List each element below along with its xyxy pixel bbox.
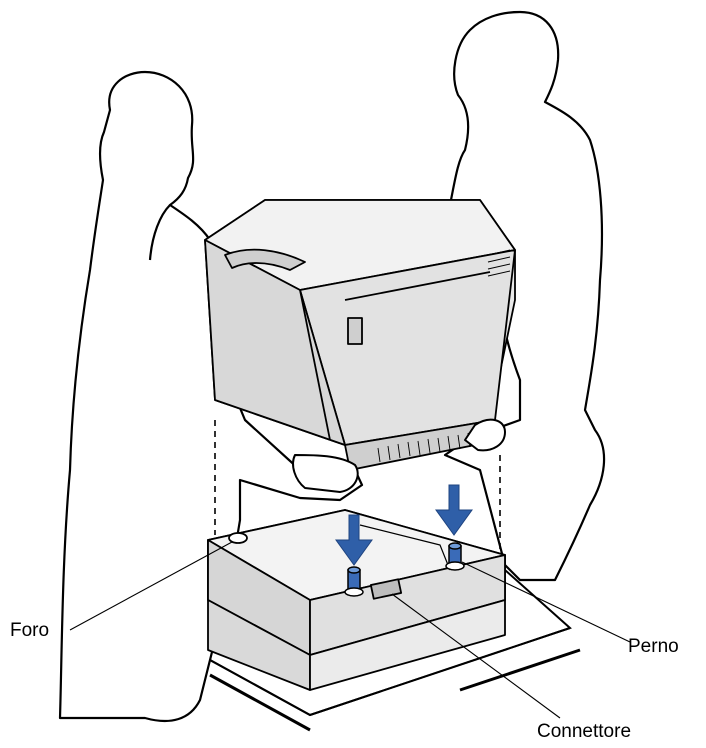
label-connector: Connettore <box>537 721 631 743</box>
label-hole: Foro <box>10 620 49 642</box>
pin-left-icon <box>345 567 363 596</box>
hole-icon <box>229 533 247 543</box>
label-pin: Perno <box>628 636 679 658</box>
pin-right-icon <box>446 543 464 570</box>
